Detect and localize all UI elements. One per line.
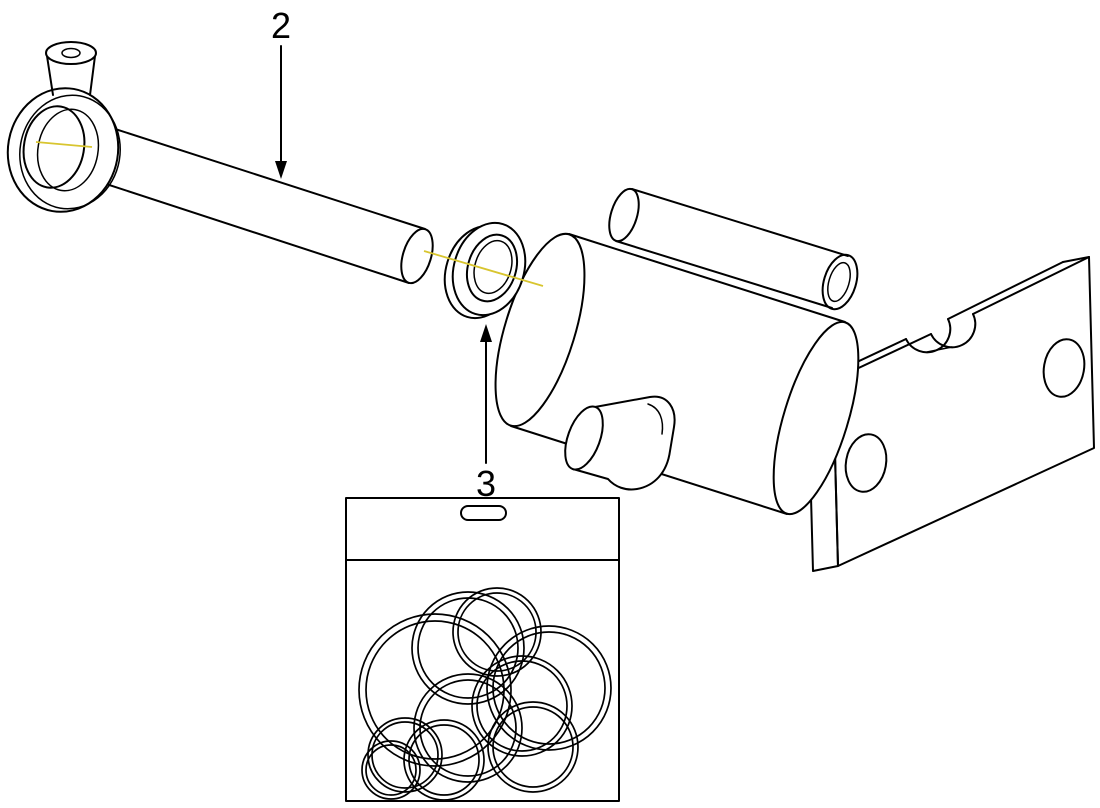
o-ring [367, 717, 443, 793]
grease-boss-hole [61, 47, 81, 59]
rod-eye [6, 87, 121, 213]
o-ring [471, 655, 573, 757]
o-ring [457, 592, 537, 672]
o-ring [411, 591, 525, 705]
seal-kit-package [345, 497, 620, 802]
o-ring [413, 673, 523, 783]
rod-assembly [6, 41, 434, 285]
grease-boss-top [45, 41, 97, 65]
callout-2: 2 [271, 5, 291, 179]
hang-slot [460, 505, 507, 521]
seal-bore [473, 239, 513, 295]
o-ring [487, 701, 579, 793]
callout-3-label: 3 [476, 463, 496, 504]
rod-eye-bore [22, 105, 86, 189]
callout-2-label: 2 [271, 5, 291, 46]
seal-inner-ring [465, 233, 519, 303]
tube-bore [827, 261, 851, 303]
o-rings [358, 587, 612, 801]
centerline-eye [35, 141, 93, 148]
o-ring [403, 719, 485, 801]
rod-eye-chamfer [19, 94, 121, 210]
cylinder-front-face [494, 232, 586, 428]
o-ring [408, 724, 480, 796]
o-ring [476, 660, 568, 752]
callout-2-arrowhead [275, 161, 287, 179]
port-end-cap [564, 405, 604, 471]
grease-boss [45, 41, 97, 96]
callout-3: 3 [476, 324, 496, 504]
rod-eye-bore-far [36, 108, 100, 192]
bracket-front-face [833, 257, 1094, 566]
centerline-rod-axis [423, 250, 544, 287]
bottom-port [564, 395, 676, 491]
port-tube [608, 187, 859, 311]
callout-3-arrowhead [480, 324, 492, 342]
o-ring [492, 706, 574, 788]
o-ring [492, 631, 606, 745]
o-ring [361, 740, 421, 800]
bracket-hole-right [1042, 338, 1086, 398]
bracket-hole-left [844, 433, 888, 493]
o-ring [365, 744, 417, 796]
o-ring [486, 625, 612, 751]
bracket-notch [930, 313, 977, 349]
rod-end-face [400, 227, 434, 285]
package-bag [345, 497, 620, 802]
o-ring [358, 613, 512, 767]
